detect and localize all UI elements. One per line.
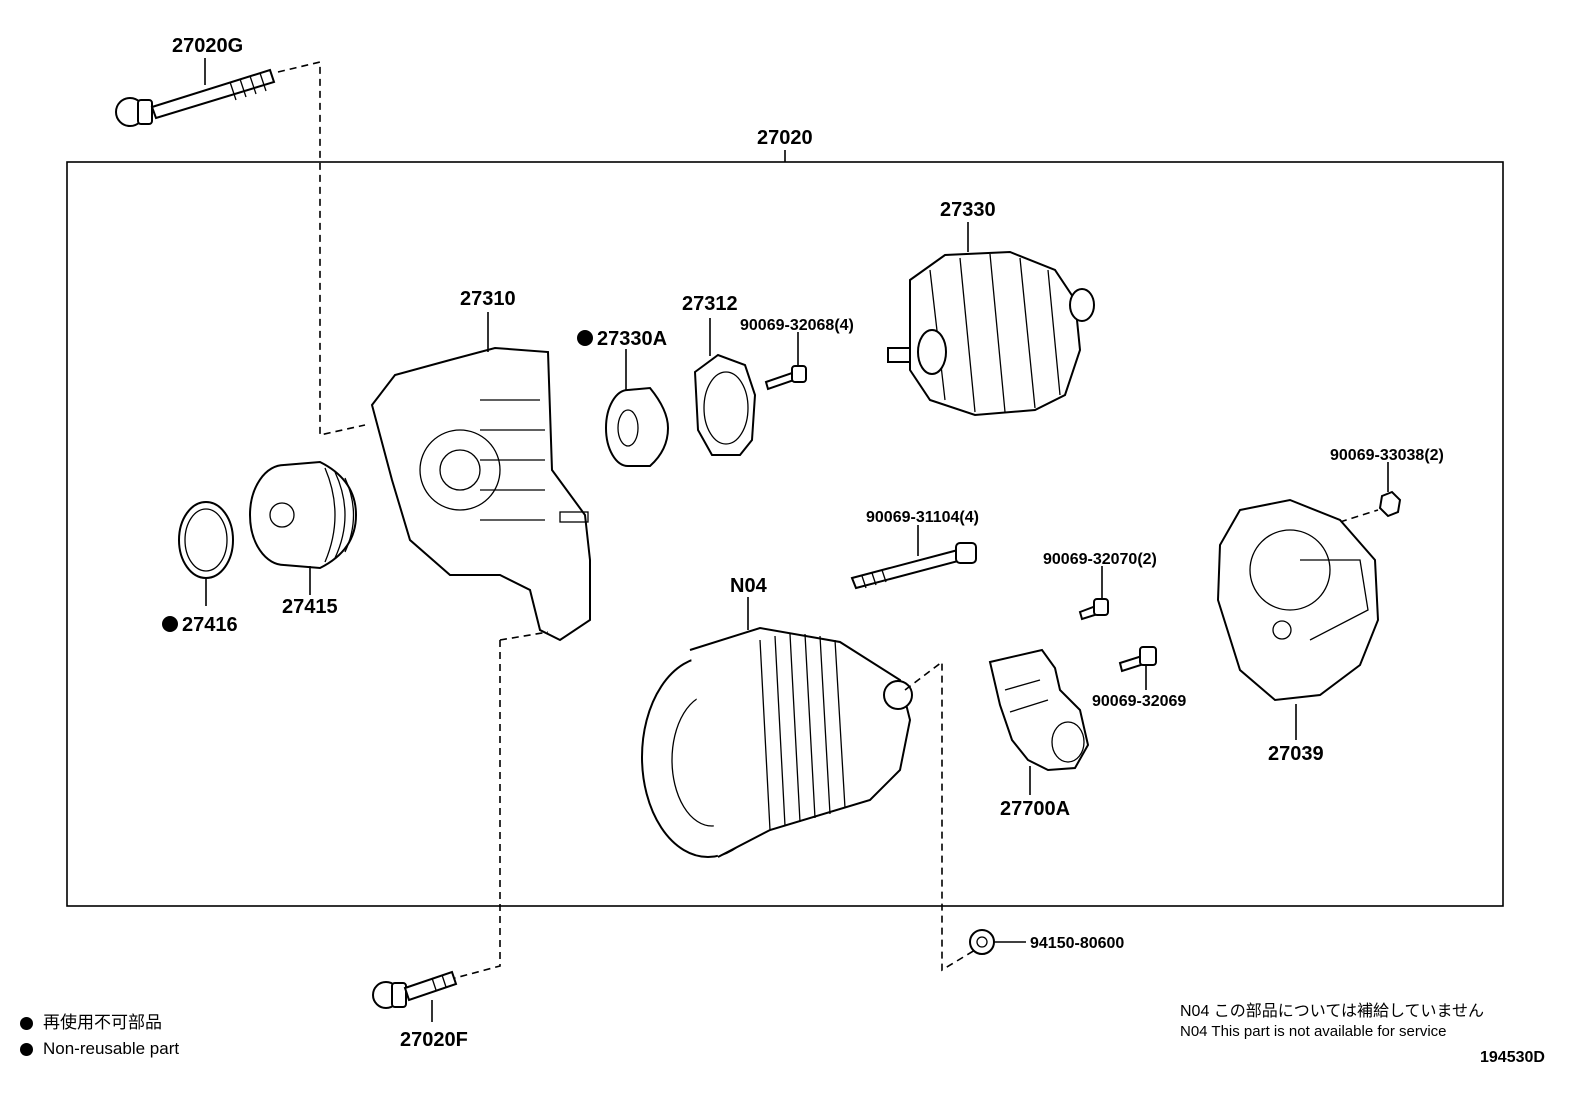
label-27039[interactable]: 27039 (1268, 743, 1324, 765)
bolt-27020f-illustration[interactable] (372, 970, 458, 1009)
label-90069-32069[interactable]: 90069-32069 (1092, 693, 1186, 710)
cap-27416-illustration[interactable] (178, 501, 234, 579)
stator-n04-illustration[interactable] (641, 626, 913, 858)
screw-90069-32070-illustration[interactable] (1078, 598, 1109, 621)
legend-text-en: Non-reusable part (43, 1039, 180, 1058)
non-reusable-dot-27416 (162, 616, 178, 632)
label-n04[interactable]: N04 (730, 575, 768, 597)
label-27310[interactable]: 27310 (460, 288, 516, 310)
label-90069-32068[interactable]: 90069-32068(4) (740, 317, 854, 334)
rear-cover-27039-illustration[interactable] (1216, 498, 1380, 702)
label-94150-80600[interactable]: 94150-80600 (1030, 935, 1124, 952)
note-jp: N04 この部品については補給していません (1180, 1003, 1485, 1020)
through-bolt-90069-31104-illustration[interactable] (850, 542, 977, 590)
rotor-27330-illustration[interactable] (887, 250, 1095, 417)
label-90069-33038[interactable]: 90069-33038(2) (1330, 447, 1444, 464)
legend-row-en: Non-reusable part (20, 1036, 179, 1062)
bolt-27020g-illustration[interactable] (115, 68, 276, 127)
legend: 再使用不可部品 Non-reusable part (20, 1010, 179, 1062)
label-27020[interactable]: 27020 (757, 127, 813, 149)
label-27020f[interactable]: 27020F (400, 1029, 468, 1051)
label-27700a[interactable]: 27700A (1000, 798, 1070, 820)
label-27415[interactable]: 27415 (282, 596, 338, 618)
label-27330[interactable]: 27330 (940, 199, 996, 221)
legend-dot-icon (20, 1042, 33, 1056)
legend-row-jp: 再使用不可部品 (20, 1010, 179, 1036)
label-27416[interactable]: 27416 (182, 614, 238, 636)
bearing-27330a-illustration[interactable] (605, 386, 670, 467)
nut-94150-80600-illustration[interactable] (969, 929, 995, 955)
legend-dot-icon (20, 1016, 33, 1030)
label-27020g[interactable]: 27020G (172, 35, 243, 57)
guide-line-bottom-bolt (454, 640, 501, 979)
label-27330a[interactable]: 27330A (597, 328, 667, 350)
label-27312[interactable]: 27312 (682, 293, 738, 315)
pulley-27415-illustration[interactable] (249, 460, 358, 570)
guide-line-top-bolt (277, 60, 366, 436)
service-note: N04 この部品については補給していません N04 This part is n… (1180, 1002, 1484, 1042)
non-reusable-dot-27330a (577, 330, 593, 346)
legend-text-jp: 再使用不可部品 (43, 1013, 162, 1032)
nut-90069-33038-illustration[interactable] (1378, 490, 1402, 518)
screw-90069-32069-illustration[interactable] (1118, 646, 1157, 673)
frame-27310-illustration[interactable] (370, 346, 591, 642)
regulator-27700a-illustration[interactable] (988, 648, 1090, 772)
label-90069-32070[interactable]: 90069-32070(2) (1043, 551, 1157, 568)
figure-code: 194530D (1480, 1049, 1545, 1066)
label-90069-31104[interactable]: 90069-31104(4) (866, 509, 979, 526)
retainer-27312-illustration[interactable] (693, 353, 757, 456)
note-en: N04 This part is not available for servi… (1180, 1023, 1447, 1040)
screw-90069-32068-illustration[interactable] (764, 365, 807, 391)
guide-line-nut (904, 660, 976, 972)
